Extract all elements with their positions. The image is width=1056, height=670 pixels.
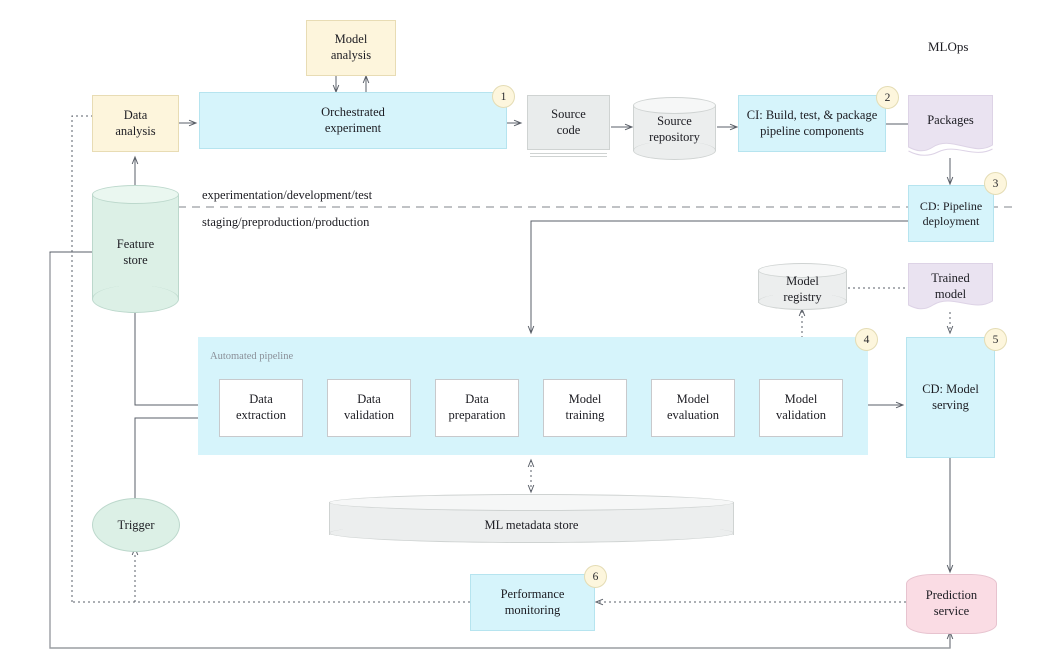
node-cd-pipeline-deployment[interactable]: CD: Pipeline deployment — [908, 185, 994, 242]
feature-store-body — [92, 194, 179, 299]
node-trained-model-label: Trained model — [931, 271, 970, 301]
badge-4: 4 — [855, 328, 878, 351]
node-source-code[interactable]: Source code — [527, 95, 610, 157]
source-code-body — [527, 95, 610, 150]
badge-3: 3 — [984, 172, 1007, 195]
badge-1: 1 — [492, 85, 515, 108]
pipeline-step-model-training[interactable]: Model training — [543, 379, 627, 437]
node-performance-monitoring[interactable]: Performance monitoring — [470, 574, 595, 631]
node-model-registry[interactable]: Model registry — [758, 263, 847, 310]
node-ml-metadata-store[interactable]: ML metadata store — [329, 494, 734, 543]
node-prediction-service-label: Prediction service — [925, 588, 978, 618]
node-data-analysis[interactable]: Data analysis — [92, 95, 179, 152]
node-ml-metadata-store-label: ML metadata store — [484, 518, 579, 532]
node-prediction-service[interactable]: Prediction service — [906, 574, 997, 634]
swimlane-label-experimentation: experimentation/development/test — [202, 188, 373, 202]
pipeline-step-data-validation-label: Data validation — [344, 392, 394, 422]
badge-5: 5 — [984, 328, 1007, 351]
node-ci-build[interactable]: CI: Build, test, & package pipeline comp… — [738, 95, 886, 152]
node-model-registry-label: Model registry — [783, 274, 822, 304]
pipeline-step-data-preparation-label: Data preparation — [448, 392, 506, 422]
node-source-repository-label: Source repository — [649, 114, 700, 144]
model-registry-top — [758, 263, 847, 278]
node-source-repository[interactable]: Source repository — [633, 97, 716, 160]
node-cd-pipeline-deployment-label: CD: Pipeline deployment — [919, 198, 983, 228]
trained-model-shape — [908, 263, 993, 310]
diagram-title: MLOps — [928, 39, 969, 54]
source-code-stack-lines — [530, 151, 607, 157]
swimlane-label-staging: staging/preproduction/production — [202, 215, 370, 229]
node-trigger[interactable]: Trigger — [92, 498, 180, 552]
node-feature-store-label: Feature store — [116, 237, 155, 267]
source-repository-top — [633, 97, 716, 114]
node-trigger-label: Trigger — [117, 517, 155, 532]
node-model-analysis[interactable]: Model analysis — [306, 20, 396, 76]
node-data-analysis-label: Data analysis — [115, 107, 156, 138]
node-orchestrated-experiment-label: Orchestrated experiment — [321, 104, 385, 135]
ml-metadata-store-bottom — [329, 523, 734, 543]
node-ci-build-label: CI: Build, test, & package pipeline comp… — [746, 107, 878, 138]
feature-store-top — [92, 185, 179, 204]
badge-6: 6 — [584, 565, 607, 588]
node-model-analysis-label: Model analysis — [330, 32, 372, 62]
pipeline-step-data-extraction[interactable]: Data extraction — [219, 379, 303, 437]
node-cd-model-serving[interactable]: CD: Model serving — [906, 337, 995, 458]
packages-shape — [908, 95, 993, 156]
feature-store-bottom — [92, 285, 179, 313]
source-repository-bottom — [633, 141, 716, 160]
pipeline-step-model-validation-label: Model validation — [776, 392, 826, 422]
node-packages-label: Packages — [927, 113, 974, 127]
node-trained-model[interactable]: Trained model — [908, 263, 993, 315]
pipeline-step-model-validation[interactable]: Model validation — [759, 379, 843, 437]
node-performance-monitoring-label: Performance monitoring — [500, 586, 565, 617]
badge-2: 2 — [876, 86, 899, 109]
automated-pipeline-group[interactable] — [198, 337, 868, 455]
pipeline-step-data-extraction-label: Data extraction — [236, 392, 286, 422]
automated-pipeline-label: Automated pipeline — [210, 351, 294, 362]
node-cd-model-serving-label: CD: Model serving — [922, 381, 979, 412]
pipeline-step-data-validation[interactable]: Data validation — [327, 379, 411, 437]
node-packages[interactable]: Packages — [908, 95, 993, 161]
pipeline-step-data-preparation[interactable]: Data preparation — [435, 379, 519, 437]
pipeline-step-model-evaluation-label: Model evaluation — [666, 392, 720, 422]
node-orchestrated-experiment[interactable]: Orchestrated experiment — [199, 92, 507, 149]
node-source-code-label: Source code — [551, 107, 586, 137]
model-registry-bottom — [758, 293, 847, 310]
pipeline-step-model-training-label: Model training — [565, 392, 605, 422]
ml-metadata-store-top — [329, 494, 734, 511]
node-feature-store[interactable]: Feature store — [92, 185, 179, 313]
pipeline-step-model-evaluation[interactable]: Model evaluation — [651, 379, 735, 437]
